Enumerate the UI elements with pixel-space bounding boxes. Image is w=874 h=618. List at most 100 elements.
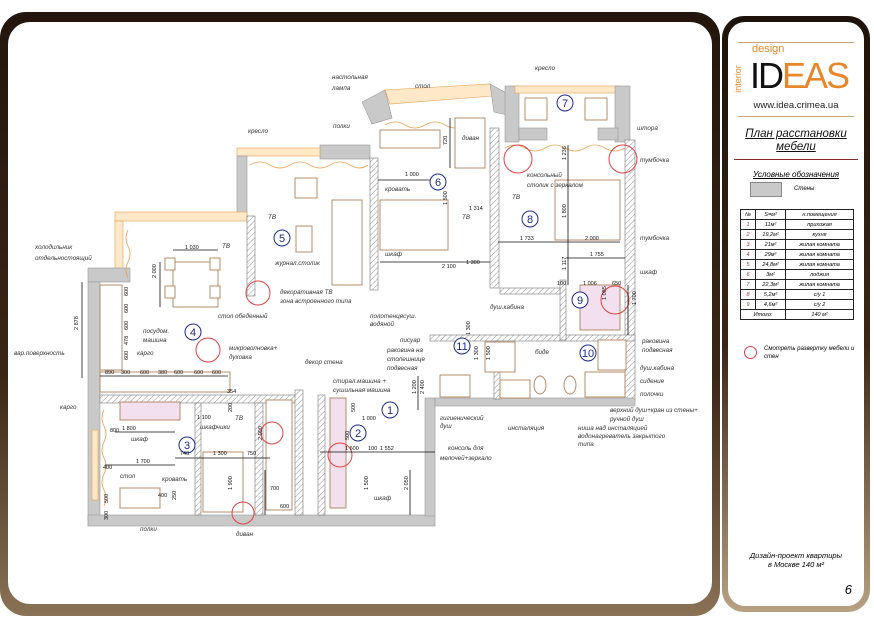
room-name-cell: с/у 2 [785,299,854,310]
annotation-label: диван [462,134,480,142]
annotation-label: шкаф [640,269,658,276]
room-number: 3 [184,440,190,452]
table-header-row: № S=м² н.помещения [740,209,854,220]
dimension-label: 890 [105,370,114,376]
annotation-label: журнал.столик [274,260,321,267]
exterior-walls [87,83,636,527]
dimension-label: 1 300 [466,260,480,266]
area-cell: 22,3м² [754,279,787,290]
dimension-label: 1 755 [590,252,604,258]
dimension-label: 1 200 [412,380,418,394]
logo-wordmark: IDEAS [750,55,850,96]
annotation-label: шкафчики [200,424,230,431]
page-number: 6 [844,582,852,597]
room-number: 7 [562,98,568,110]
annotation-label: декор стена [305,358,343,366]
dimension-label: 1 800 [122,426,136,432]
room-number-circle [349,424,367,442]
annotation-label: полки [333,123,350,130]
dimension-label: 600 [194,370,203,376]
annotation-label: полки [140,526,157,533]
room-number-circle [273,229,291,247]
dimension-label: 600 [280,504,289,510]
annotation-label: ТВ [268,214,276,221]
header-area: S=м² [754,209,787,220]
annotation-label: карго [137,350,154,357]
room-number: 6 [435,177,441,189]
room-number-circle [178,436,196,454]
logo-eas-text: EAS [782,55,850,96]
kitchen-counter [99,371,231,393]
annotation-label: кресло [535,65,556,72]
dimension-label: 600 [212,370,221,376]
room-name-cell: лоджия [785,269,854,280]
dimension-label: 2 000 [152,264,158,278]
annotation-label: тумбочка [640,156,670,164]
dimension-lines [81,118,629,515]
dimension-label: 1 300 [466,321,472,335]
annotation-label: лампа [331,85,351,92]
dimension-label: 1 600 [345,446,359,452]
dimension-label: 1 500 [486,346,492,360]
dimension-label: 1 700 [136,459,150,465]
room-number-circle [429,173,447,191]
annotation-label: полотенцесуш. [370,313,416,320]
area-cell: 3м² [754,269,787,280]
room-name-cell: жилая комната [785,249,854,260]
dimension-label: 1 236 [562,146,568,160]
annotation-label: полочки [640,391,664,398]
annotation-label: декоративная ТВ [280,288,333,296]
dimension-label: 1 500 [443,191,449,205]
dimension-label: 1 100 [197,415,211,421]
annotation-label: водяной [370,320,394,328]
dimension-label: 600 [124,304,130,313]
area-cell: 11м² [754,219,787,230]
website-url: www.idea.crimea.ua [753,100,839,111]
annotation-label: сушильная машина [333,387,391,394]
room-number: 10 [582,348,594,360]
annotation-label: душ [440,422,453,430]
annotation-label: водонагреватель закрытого [578,432,666,440]
table-total-row: Итого: 140 м² [739,309,854,320]
divider [738,42,854,43]
dimension-label: 478 [124,336,130,345]
annotation-label: писуар [400,337,421,344]
annotation-label: инсталяция [508,425,545,432]
annotation-label: вар.поверхность [14,350,65,357]
annotation-label: подвесная [642,346,673,354]
dimension-label: 1 300 [474,346,480,360]
annotation-label: душ.кабина [640,364,675,372]
annotation-label: кровать [162,476,187,483]
circle-legend-label: Смотреть развертку мебели и стен [764,346,855,360]
annotation-label: отдельностоящий [35,254,92,262]
dimension-label: 720 [443,136,449,145]
room-name-cell: жилая комната [785,279,854,290]
armchair [294,177,318,199]
dimension-label: 2 400 [420,380,426,394]
room-number-circle [184,323,202,341]
annotation-label: шкаф [374,495,392,502]
annotation-label: настольная [332,74,368,81]
divider [738,116,854,117]
annotation-label: консольный [527,171,562,179]
dimension-label: 2 050 [404,476,410,490]
dimension-label: 1 733 [520,236,534,242]
annotation-label: стол [415,83,431,90]
room-number-circle [571,291,589,309]
dimension-label: 200 [228,403,234,412]
annotation-label: ручной душ [609,415,644,423]
annotation-label: столик с зеркалом [527,182,584,189]
logo-interior-text: interior [732,65,743,93]
dimension-label: 1 314 [469,206,483,212]
annotation-label: духовка [229,353,252,361]
dimension-label: 650 [612,281,621,287]
legend-heading: Условные обозначения [752,170,840,179]
dimension-label: 600 [140,370,149,376]
title-block-frame: design interior IDEAS www.idea.crimea.ua… [722,16,870,612]
annotation-label: консоль для [448,444,484,452]
